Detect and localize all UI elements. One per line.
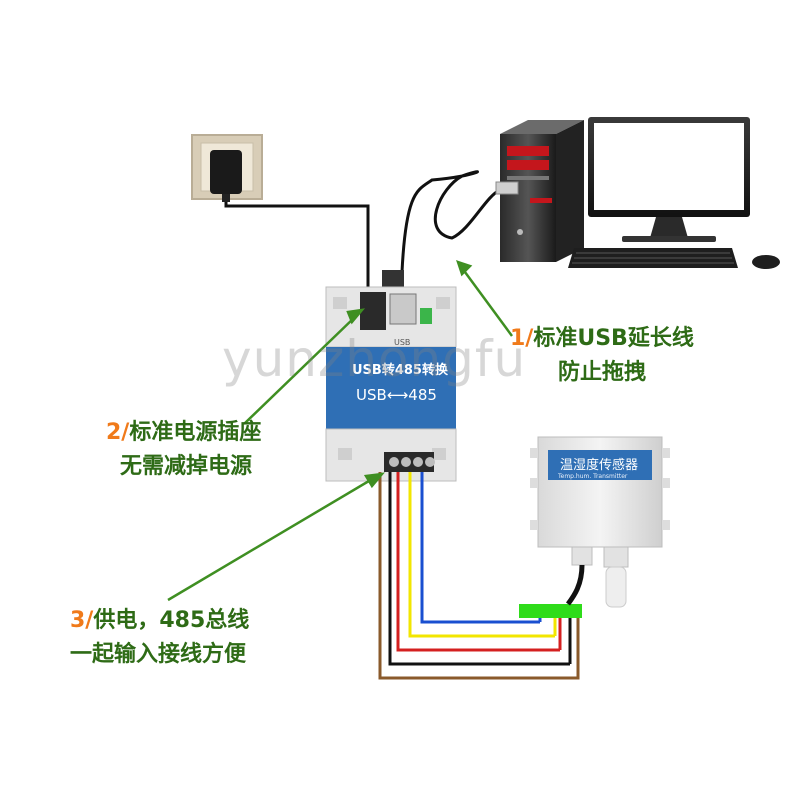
callout-power-socket: 2/标准电源插座 无需减掉电源 [106,416,261,484]
watermark: yunzhongfu [222,330,527,388]
wire-black [388,472,570,666]
converter-usb-port-label: USB [394,338,410,347]
usb-extension-cable [400,170,501,273]
wire-junction [519,604,582,618]
sensor-subtitle: Temp.hum. Transmitter [557,473,628,480]
callout-3-line2: 一起输入接线方便 [70,642,247,667]
rs485-wires [378,472,580,680]
callout-485-bus: 3/供电，485总线 一起输入接线方便 [70,604,249,672]
callout-1-number: 1/ [510,326,534,351]
callout-2-number: 2/ [106,420,130,445]
converter-title: USB转485转换 [352,362,449,378]
arrow-1 [460,267,514,337]
converter-mode: USB⟷485 [356,386,437,404]
usb-485-converter: USB USB转485转换 USB⟷485 [325,286,457,482]
power-adapter [210,150,242,194]
sensor-probe [605,566,627,608]
usb-plug [495,181,519,195]
callout-2-line1: 标准电源插座 [129,420,262,445]
power-cable [224,202,370,292]
callout-arrows [167,260,514,602]
sensor-title: 温湿度传感器 [560,457,638,473]
callout-3-number: 3/ [70,608,94,633]
callout-usb-cable: 1/标准USB延长线 防止拖拽 [510,322,694,390]
temperature-humidity-sensor: 温湿度传感器 Temp.hum. Transmitter [530,436,670,608]
callout-1-line2: 防止拖拽 [558,360,647,385]
callout-1-line1: 标准USB延长线 [533,326,694,351]
callout-3-line1: 供电，485总线 [93,608,250,633]
wire-yellow [408,472,555,638]
desktop-computer [500,117,780,269]
pc-tower [500,120,584,262]
monitor [588,117,750,242]
wire-brown [378,472,580,680]
usb-plug-connector [382,270,404,290]
mouse [752,255,780,269]
wire-blue [420,472,540,624]
arrow-2 [243,315,357,425]
keyboard [568,248,738,268]
arrow-3 [167,476,375,602]
wall-socket [191,134,263,202]
callout-2-line2: 无需减掉电源 [120,454,253,479]
wire-red [396,472,560,652]
